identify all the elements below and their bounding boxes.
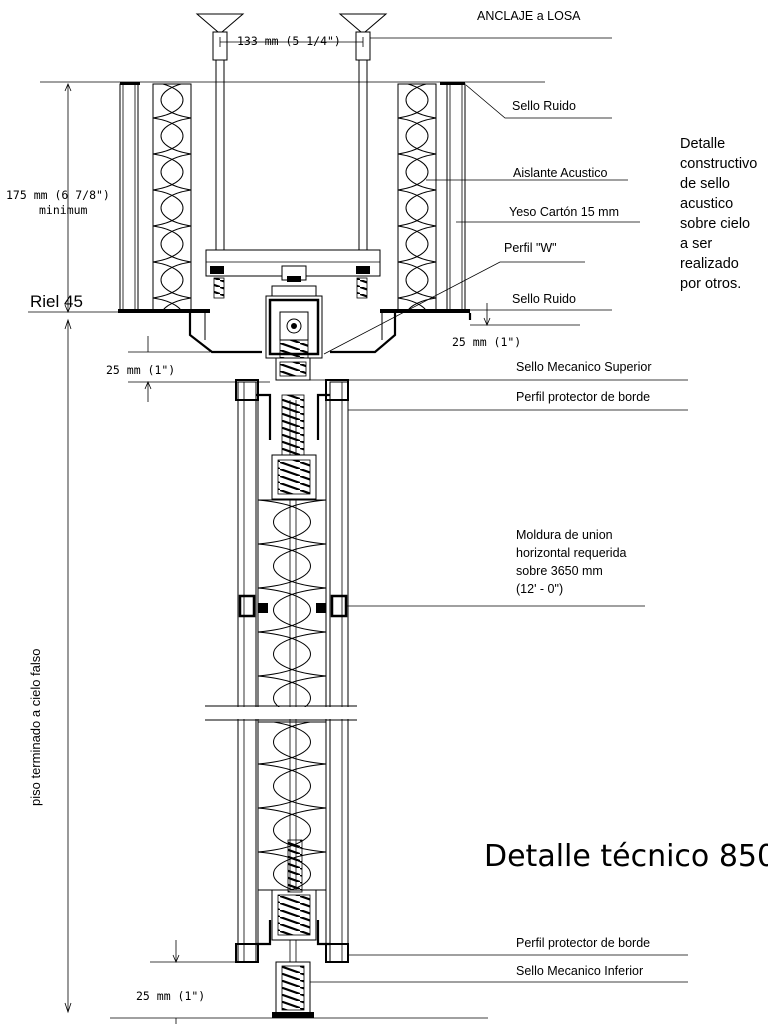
note-line-8: por otros.	[680, 276, 741, 292]
moldura-line-3: sobre 3650 mm	[516, 564, 603, 578]
label-yeso: Yeso Cartón 15 mm	[509, 205, 619, 219]
edge-protector-bottom	[235, 920, 349, 963]
break-lines	[205, 705, 357, 721]
riel-track	[118, 309, 472, 354]
label-perfil-prot-top: Perfil protector de borde	[516, 390, 650, 404]
label-anclaje: ANCLAJE a LOSA	[477, 9, 581, 23]
note-line-6: a ser	[680, 236, 712, 252]
gap-left-text: 25 mm (1")	[106, 363, 175, 377]
anchor-spacing-text: 133 mm (5 1/4")	[237, 34, 341, 48]
wall-insulation-upper	[257, 499, 327, 709]
note-line-2: constructivo	[680, 156, 757, 172]
overall-height-dimension: piso terminado a cielo falso	[28, 318, 72, 1014]
gap-right-text: 25 mm (1")	[452, 335, 521, 349]
top-gypsum-left	[119, 82, 140, 311]
threaded-rod-bottom	[287, 839, 303, 893]
min-height-dimension: 175 mm (6 7/8") minimum	[6, 82, 110, 314]
construction-note: Detalle constructivo de sello acustico s…	[680, 136, 757, 292]
moldura-line-1: Moldura de union	[516, 528, 613, 542]
bolt-thread-left	[213, 277, 225, 299]
min-height-text: 175 mm (6 7/8")	[6, 188, 110, 202]
gap-bottom-text: 25 mm (1")	[136, 989, 205, 1003]
gap-bottom-dimension: 25 mm (1")	[136, 940, 205, 1024]
moldura-line-2: horizontal requerida	[516, 546, 627, 560]
w-profile	[265, 285, 323, 359]
note-line-1: Detalle	[680, 136, 725, 152]
riel-label: Riel 45	[30, 292, 83, 311]
note-line-4: acustico	[680, 196, 733, 212]
drawing-title: Detalle técnico 8500	[484, 839, 768, 874]
label-sello-ruido-top: Sello Ruido	[512, 99, 576, 113]
coupling-bottom	[271, 889, 317, 941]
label-sello-ruido-bottom: Sello Ruido	[512, 292, 576, 306]
top-insulation-right	[397, 83, 437, 311]
label-aislante: Aislante Acustico	[513, 166, 608, 180]
clamp-bar	[205, 249, 381, 282]
label-moldura: Moldura de union horizontal requerida so…	[516, 528, 627, 596]
slab-anchor-right	[338, 13, 388, 266]
bolt-thread-right	[356, 277, 368, 299]
coupling-top	[271, 454, 317, 500]
note-line-7: realizado	[680, 256, 739, 272]
label-perfil-prot-bottom: Perfil protector de borde	[516, 936, 650, 950]
top-gypsum-right	[440, 82, 466, 311]
leaders	[310, 84, 688, 983]
note-line-5: sobre cielo	[680, 216, 750, 232]
threaded-rod-top	[281, 394, 305, 456]
mechanical-seal-bottom	[272, 961, 314, 1018]
vertical-label: piso terminado a cielo falso	[28, 648, 43, 806]
moldura-line-4: (12' - 0")	[516, 582, 563, 596]
note-line-3: de sello	[680, 176, 730, 192]
label-sello-mec-sup: Sello Mecanico Superior	[516, 360, 652, 374]
top-insulation-left	[152, 83, 192, 311]
min-height-note: minimum	[39, 203, 88, 217]
label-sello-mec-inf: Sello Mecanico Inferior	[516, 964, 643, 978]
slab-anchor-left	[195, 13, 245, 266]
label-perfil-w: Perfil "W"	[504, 241, 557, 255]
mechanical-seal-top	[275, 357, 311, 381]
anchor-spacing-dimension: 133 mm (5 1/4")	[219, 34, 364, 48]
gap-right-dimension: 25 mm (1")	[452, 303, 580, 349]
